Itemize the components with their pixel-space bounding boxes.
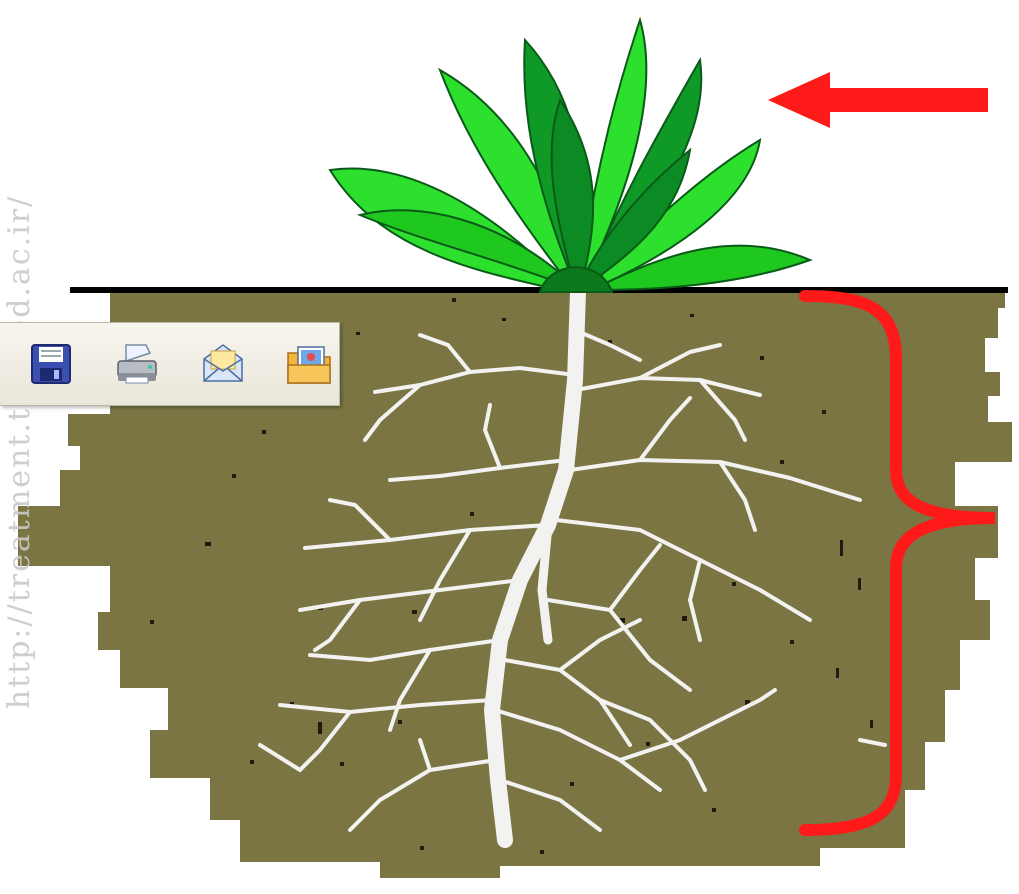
email-icon: [198, 339, 248, 389]
shoot-arrow: [768, 72, 988, 128]
print-icon: [112, 339, 162, 389]
print-button[interactable]: [110, 337, 164, 391]
image-toolbar: [0, 322, 340, 406]
save-icon: [26, 339, 76, 389]
open-gallery-icon: [284, 339, 334, 389]
watermark-text: http://treatment.tbzmed.ac.ir/: [2, 22, 42, 882]
plant-shoot: [330, 20, 810, 292]
email-button[interactable]: [196, 337, 250, 391]
open-gallery-button[interactable]: [282, 337, 336, 391]
save-button[interactable]: [24, 337, 78, 391]
